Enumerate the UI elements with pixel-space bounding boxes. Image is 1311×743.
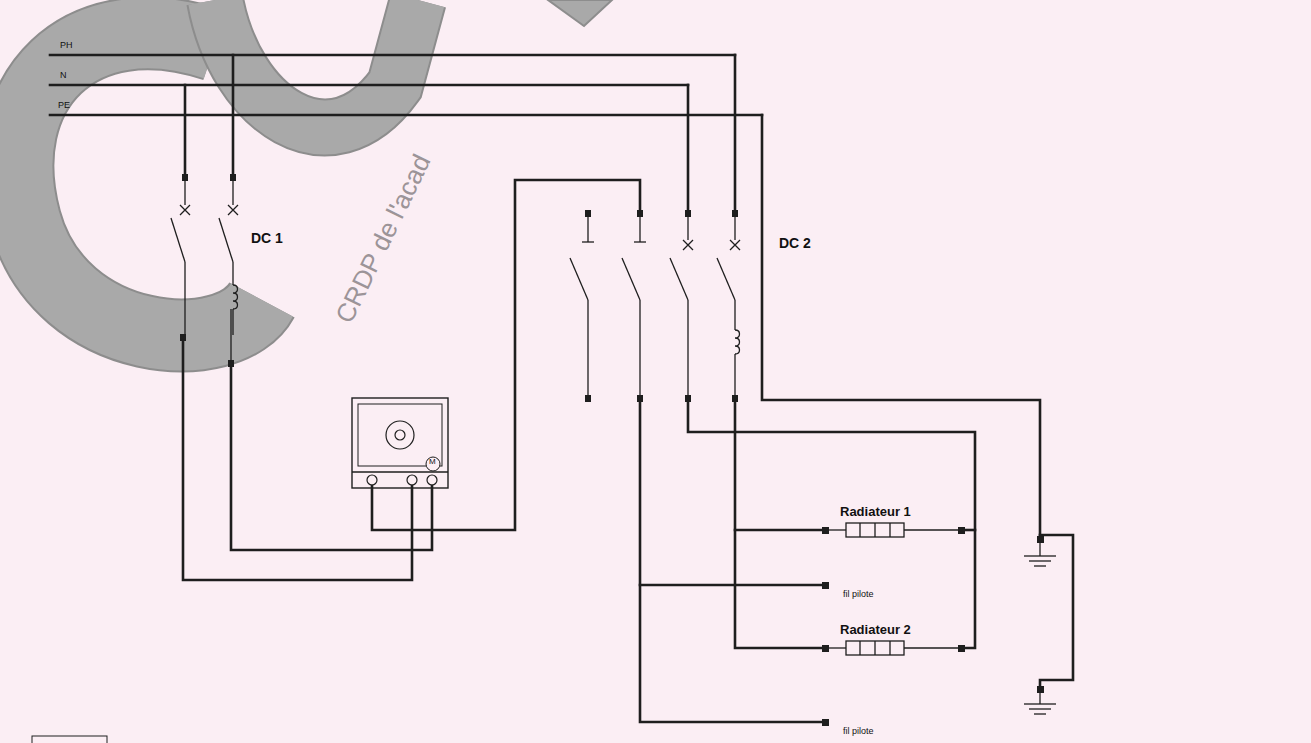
ground-symbol — [1024, 536, 1056, 714]
programmer-device — [352, 398, 448, 488]
radiator-box: Radiateur 1 — [837, 504, 914, 521]
watermark-text: CRDP de l'acad — [330, 150, 436, 328]
wire — [183, 180, 640, 580]
wire — [640, 115, 1073, 722]
circuit-breaker — [570, 55, 740, 402]
bus-label: PH — [60, 41, 73, 51]
breaker-label: DC 2 — [779, 236, 811, 251]
frame-corner — [32, 736, 107, 743]
radiator-label: Radiateur 2 — [840, 623, 911, 638]
circuit-breaker — [171, 55, 238, 367]
motor-label: M — [429, 458, 436, 467]
watermark-shape — [17, 0, 612, 335]
radiator-label: Radiateur 1 — [840, 505, 911, 520]
radiator-symbol — [822, 523, 965, 726]
bus-label: N — [60, 71, 67, 81]
breaker-label: DC 1 — [251, 231, 283, 246]
bus-line — [50, 55, 762, 115]
bus-label: PE — [58, 101, 70, 111]
wire-label: fil pilote — [843, 727, 874, 737]
radiator-box: Radiateur 2 — [837, 622, 914, 639]
wire-label: fil pilote — [843, 590, 874, 600]
